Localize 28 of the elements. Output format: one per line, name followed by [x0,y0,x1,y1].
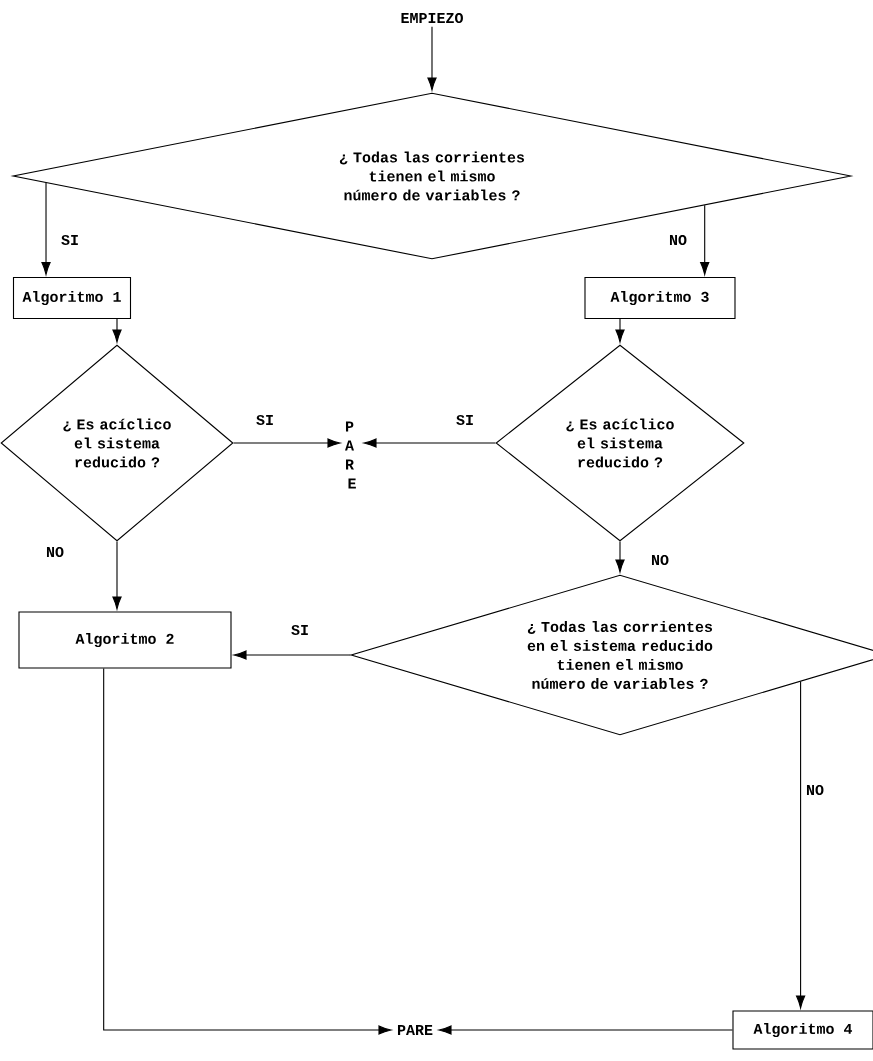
edge-label: NO [667,232,689,248]
process-box: Algoritmo 4 [732,1010,873,1050]
arrow [700,204,710,275]
arrow [112,318,122,343]
process-box: Algoritmo 3 [584,276,736,320]
arrow [438,1025,733,1035]
edge-label: NO [649,552,671,568]
arrow [112,541,122,610]
terminal-label: PARE [345,421,356,489]
arrow [427,26,437,91]
edge-label: SI [454,412,476,428]
arrow [233,438,341,448]
edge-label: NO [804,782,826,798]
edge-label: SI [254,412,276,428]
edge-label: NO [44,544,66,560]
terminal-label: EMPIEZO [401,12,463,24]
edge-label: SI [289,622,311,638]
terminal-label: PARE [398,1025,433,1035]
arrow [363,438,496,448]
arrow [103,668,392,1035]
edge-label: SI [59,232,81,248]
arrow [615,541,625,573]
arrow [795,681,806,1009]
arrow [233,650,351,660]
arrow [615,318,625,343]
process-box: Algoritmo 1 [12,276,132,320]
process-box: Algoritmo 2 [18,611,232,669]
arrow [41,182,51,275]
